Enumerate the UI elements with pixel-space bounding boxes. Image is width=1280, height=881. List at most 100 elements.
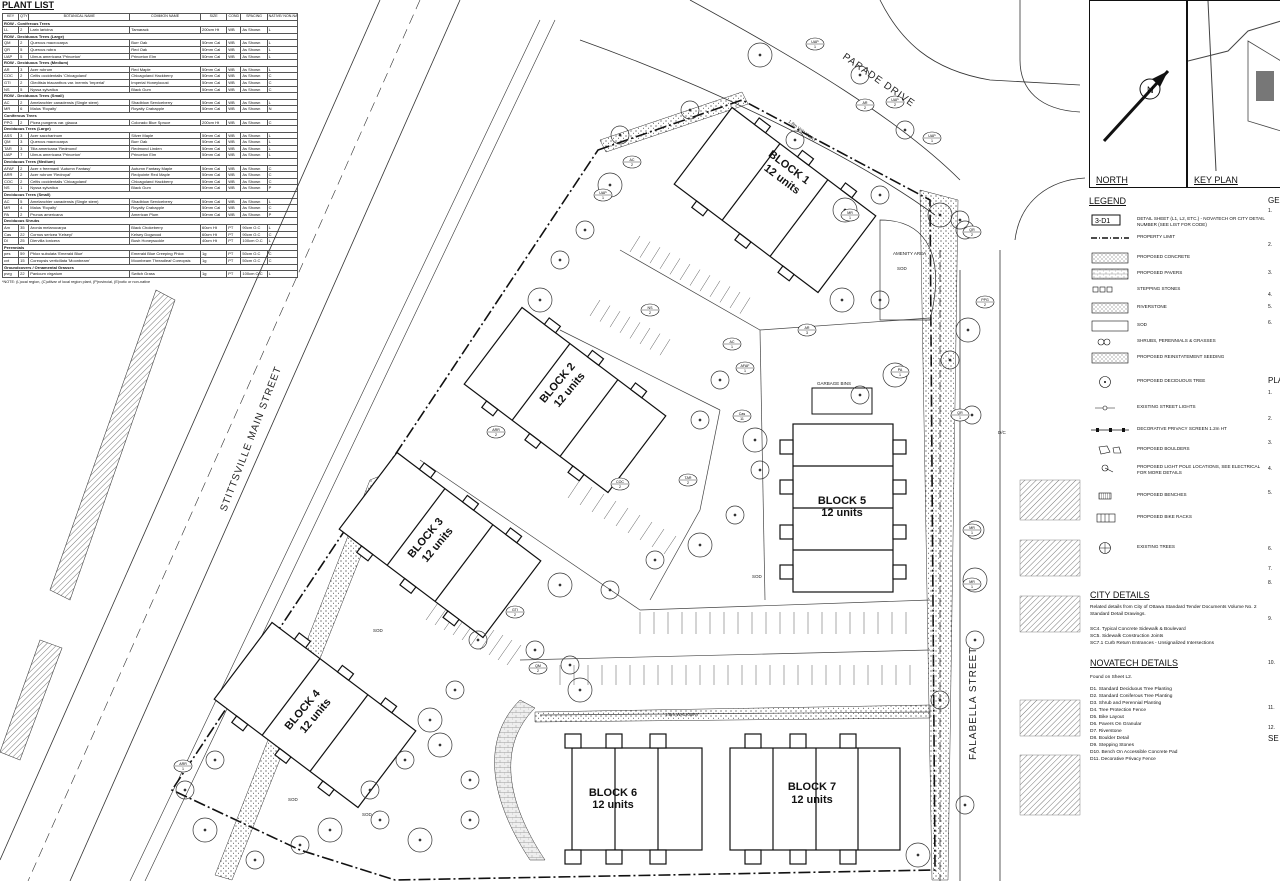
city-detail-item: SC7.1 Curb Return Entrances - Unsignaliz… [1090, 641, 1214, 646]
tree-tag-count: 2 [894, 103, 896, 107]
tree-tag-count: 1 [971, 585, 973, 589]
tree-symbol [205, 750, 225, 770]
block-4-footprint [213, 621, 417, 809]
novatech-detail-item: D1. Standard Deciduous Tree Planting [1090, 687, 1172, 692]
tree-symbol [750, 460, 770, 480]
tree-symbol [905, 842, 931, 868]
tree-symbol [927, 202, 953, 228]
tree-symbol [955, 317, 981, 343]
legend-screen-icon [1091, 424, 1129, 435]
svg-text:N: N [1147, 85, 1154, 95]
tree-tag-code: AC [630, 158, 635, 162]
tree-tag-count: 1 [931, 139, 933, 143]
property-limit-line [170, 99, 936, 881]
legend-item: PROPOSED DECIDUOUS TREE [1089, 376, 1269, 390]
general-note-number: 1. [1268, 208, 1273, 214]
tree-symbol [445, 680, 465, 700]
legend-item: PROPOSED REINSTATEMENT SEEDING [1089, 352, 1269, 366]
tree-tag-count: 1 [744, 369, 746, 373]
garbage-enclosure [811, 387, 873, 415]
legend-reinstate-icon [1091, 352, 1129, 364]
tree-tag-code: AC [730, 340, 735, 344]
legend-item-label: PROPOSED BOULDERS [1137, 446, 1190, 451]
tree-tag: MR1 [840, 208, 860, 222]
tree-tag-code: QM [535, 664, 541, 668]
legend-pavers-icon [1091, 268, 1129, 280]
legend-item-label: PROPOSED BIKE RACKS [1137, 514, 1192, 519]
planting-note-number: 11. [1268, 705, 1275, 711]
legend-concrete-icon [1091, 252, 1129, 264]
tree-symbol [175, 780, 195, 800]
parking-stalls [425, 235, 911, 685]
legend-item-label: PROPOSED BENCHES [1137, 492, 1187, 497]
parking-stall-line [591, 493, 605, 513]
key-plan-title: KEY PLAN [1194, 175, 1238, 185]
planting-note-number: 7. [1268, 566, 1273, 572]
tree-tag-code: GTI [512, 608, 518, 612]
planting-note-number: 2. [1268, 416, 1273, 422]
block-5-label: BLOCK 5 [818, 495, 866, 507]
tree-tag-count: 1 [971, 531, 973, 535]
tree-symbol [460, 770, 480, 790]
legend-item: PROPOSED CONCRETE [1089, 252, 1269, 266]
tree-symbol [600, 580, 620, 600]
block-7-footprint [729, 733, 901, 865]
parking-stall-line [663, 535, 677, 555]
legend-extree-icon [1091, 542, 1129, 554]
tree-tag-code: PA [898, 368, 903, 372]
tree-symbol [870, 290, 890, 310]
sod-label: SOD [362, 812, 373, 817]
tree-symbol [550, 250, 570, 270]
tree-symbol [895, 120, 915, 140]
legend-item-label: PROPOSED PAVERS [1137, 270, 1183, 275]
planting-note-number: 4. [1268, 466, 1273, 472]
block-2-footprint [463, 306, 667, 494]
city-detail-item: SC5. Sidewalk Construction Joints [1090, 634, 1164, 639]
parking-stall-line [497, 639, 513, 661]
section-heading: SE [1268, 734, 1279, 743]
tree-symbol [575, 220, 595, 240]
tree-tag: MR1 [962, 523, 982, 537]
legend-item-label: PROPOSED DECIDUOUS TREE [1137, 378, 1206, 383]
tree-tag-code: QR [957, 411, 963, 415]
north-arrow-icon: N [1102, 69, 1170, 143]
block-6-units: 12 units [592, 799, 634, 811]
general-note-number: 4. [1268, 292, 1273, 298]
novatech-details-intro: Found on Sheet L2. [1090, 675, 1133, 680]
novatech-detail-item: D9. Stepping Stones [1090, 743, 1135, 748]
tree-tag: NS2 [640, 303, 660, 317]
legend-item: PROPERTY LIMIT [1089, 232, 1269, 246]
tree-symbol [690, 410, 710, 430]
amenity-area-label: AMENITY AREA [893, 251, 926, 256]
parking-stall-line [627, 514, 641, 534]
general-note-number: 5. [1268, 304, 1273, 310]
block-5-units: 12 units [821, 507, 863, 519]
block-6-footprint [564, 733, 703, 865]
plant-list-title: PLANT LIST [2, 0, 54, 10]
plant-list-cell: 1g [199, 270, 228, 278]
parking-stall-line [651, 528, 665, 548]
parking-stall-line [719, 286, 731, 303]
stittsville-main-street-road [0, 0, 556, 881]
parking-stall-line [659, 339, 671, 356]
city-detail-item: SC4. Typical Concrete Sidewalk & Bouleva… [1090, 627, 1186, 632]
legend-item: RIVERSTONE [1089, 302, 1269, 316]
parking-stall-line [589, 299, 601, 317]
legend-item: PROPOSED LIGHT POLE LOCATIONS, SEE ELECT… [1089, 462, 1269, 476]
tree-symbol [417, 707, 443, 733]
parking-stall-line [679, 263, 691, 281]
plant-list-cell: Panicum virgatum [28, 270, 131, 278]
city-details-list: SC4. Typical Concrete Sidewalk & Bouleva… [1090, 626, 1260, 647]
legend-steps-icon [1091, 284, 1129, 295]
tree-tag-count: 2 [984, 303, 986, 307]
tree-tag-code: MR [847, 211, 853, 215]
tree-tag-count: 1 [182, 767, 184, 771]
tree-tag-code: AR [805, 326, 810, 330]
